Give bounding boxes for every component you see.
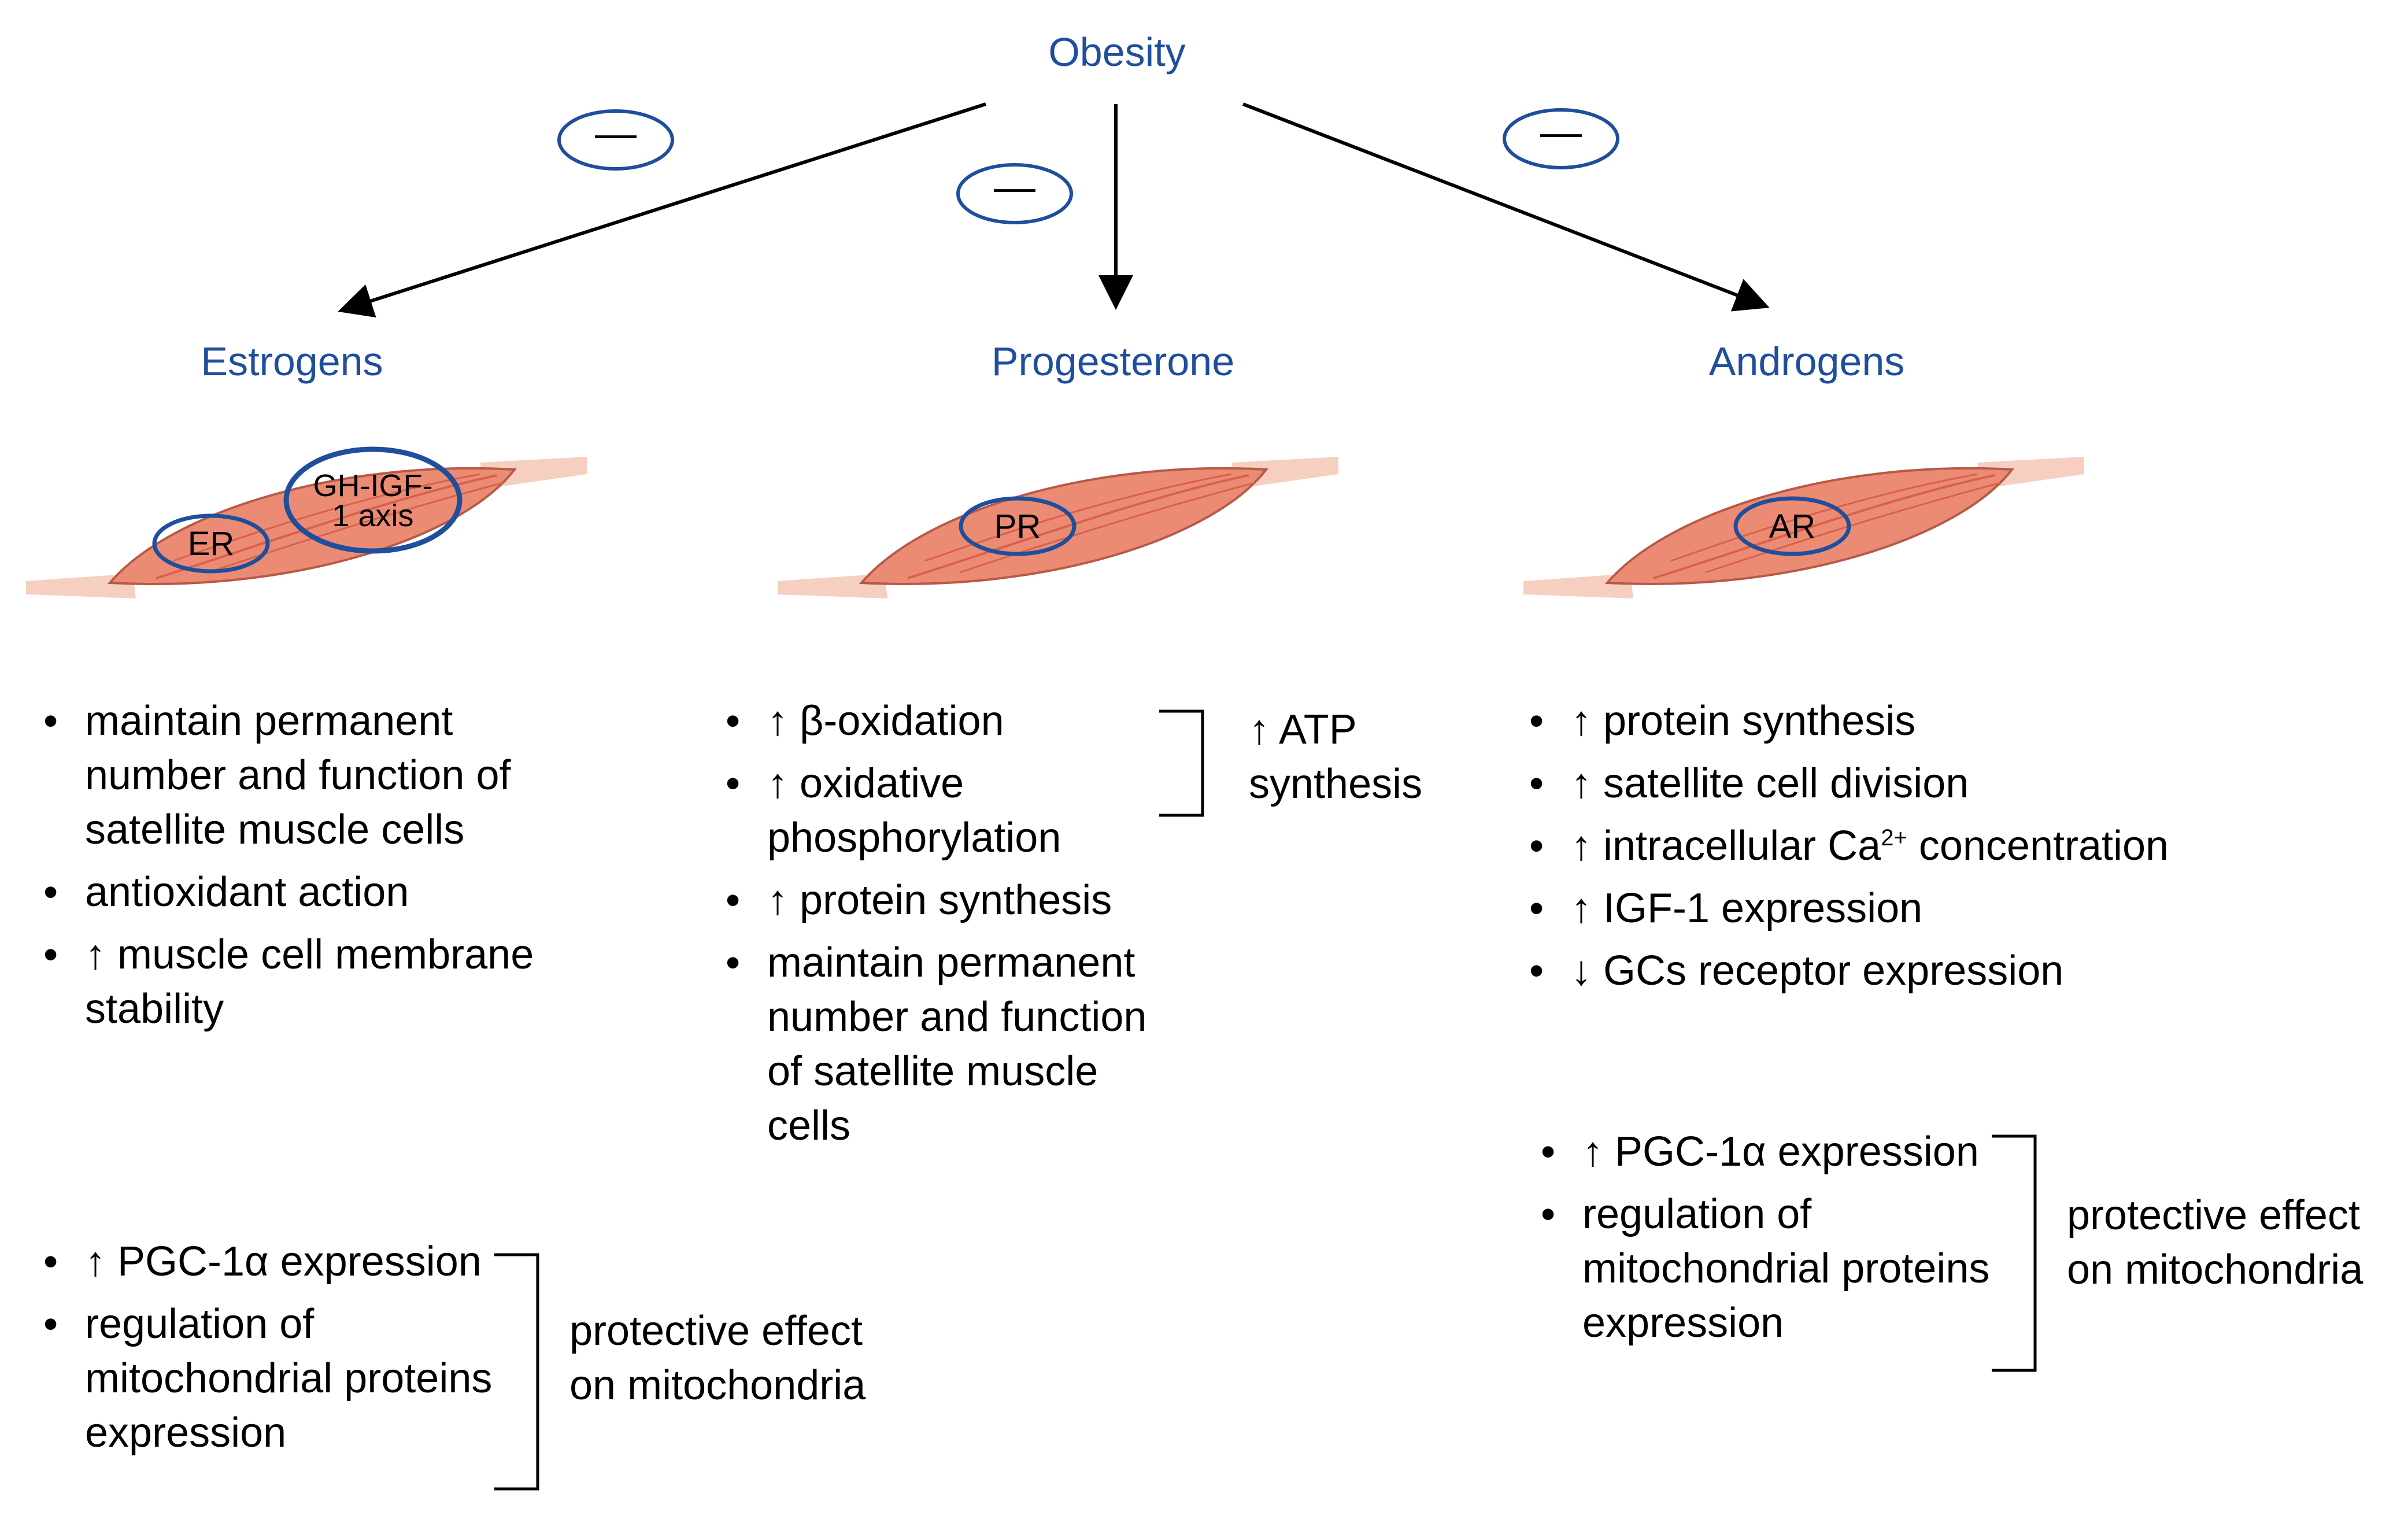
receptor-ar: AR — [1769, 508, 1816, 545]
list-item: antioxidant action — [43, 865, 587, 919]
atp-note-line: ↑ ATP — [1249, 707, 1357, 753]
progesterone-label: Progesterone — [991, 339, 1235, 384]
list-item: ↓ GCs receptor expression — [1529, 944, 2223, 998]
inhibition-marker-androgens: — — [1503, 108, 1619, 169]
atp-note-line: synthesis — [1249, 761, 1423, 807]
atp-synthesis-note: ↑ ATP synthesis — [1249, 703, 1422, 811]
inhibition-marker-estrogens: — — [557, 109, 674, 171]
androgens-mito-bracket — [1992, 1134, 2037, 1372]
androgens-mito-note: protective effect on mitochondria — [2067, 1188, 2363, 1297]
list-item: regulation of mitochondrial proteins exp… — [1541, 1187, 1992, 1350]
progesterone-effects-list: ↑ β-oxidation ↑ oxidative phosphorylatio… — [726, 694, 1165, 1161]
list-item: maintain permanent number and function o… — [726, 936, 1165, 1153]
inhibition-marker-progesterone: — — [956, 163, 1073, 224]
ar-oval — [1733, 496, 1851, 556]
list-item: ↑ intracellular Ca2+ concentration — [1529, 819, 2223, 873]
pr-oval — [959, 496, 1077, 556]
ca-text-suffix: concentration — [1907, 823, 2169, 869]
inhibition-sign: — — [994, 164, 1035, 210]
inhibition-sign: — — [1540, 109, 1582, 156]
inhibition-sign: — — [595, 110, 637, 157]
estrogens-mito-list: ↑ PGC-1α expression regulation of mitoch… — [43, 1234, 494, 1468]
estrogens-mito-bracket — [494, 1253, 539, 1491]
androgens-effects-list: ↑ protein synthesis ↑ satellite cell div… — [1529, 694, 2223, 1006]
receptor-gh-igf1-axis: GH-IGF-1 axis — [313, 468, 433, 533]
estrogens-effects-list: maintain permanent number and function o… — [43, 694, 587, 1044]
list-item: ↑ muscle cell membrane stability — [43, 927, 587, 1036]
estrogens-mito-note: protective effect on mitochondria — [569, 1304, 865, 1413]
list-item: ↑ oxidative phosphorylation — [726, 756, 1165, 865]
list-item: ↑ protein synthesis — [726, 873, 1165, 927]
mito-note-line: on mitochondria — [569, 1362, 866, 1409]
list-item: ↑ β-oxidation — [726, 694, 1165, 748]
mito-note-line: on mitochondria — [2067, 1247, 2363, 1293]
muscle-androgens-illustration: AR — [1523, 457, 2084, 598]
list-item: ↑ PGC-1α expression — [43, 1234, 494, 1289]
list-item: ↑ IGF-1 expression — [1529, 881, 2223, 936]
obesity-label: Obesity — [1048, 29, 1186, 75]
arrow-to-androgens — [1242, 102, 1770, 312]
ca-superscript: 2+ — [1881, 825, 1907, 851]
mito-note-line: protective effect — [2067, 1192, 2360, 1239]
androgens-label: Androgens — [1708, 339, 1905, 384]
estrogens-label: Estrogens — [201, 339, 383, 384]
er-oval — [152, 513, 270, 574]
gh-igf1-oval — [283, 446, 463, 554]
receptor-pr: PR — [994, 508, 1041, 545]
list-item: ↑ protein synthesis — [1529, 694, 2223, 748]
arrow-to-estrogens — [338, 102, 986, 318]
list-item: maintain permanent number and function o… — [43, 694, 587, 857]
atp-bracket — [1159, 709, 1204, 817]
list-item: ↑ PGC-1α expression — [1541, 1125, 1992, 1179]
mito-note-line: protective effect — [569, 1308, 863, 1354]
list-item: regulation of mitochondrial proteins exp… — [43, 1297, 494, 1460]
androgens-mito-list: ↑ PGC-1α expression regulation of mitoch… — [1541, 1125, 1992, 1358]
list-item: ↑ satellite cell division — [1529, 756, 2223, 811]
muscle-progesterone-illustration: PR — [778, 457, 1338, 598]
ca-text: ↑ intracellular Ca — [1571, 823, 1881, 869]
receptor-er: ER — [188, 525, 235, 563]
muscle-estrogens-illustration: ER GH-IGF-1 axis — [26, 446, 587, 598]
